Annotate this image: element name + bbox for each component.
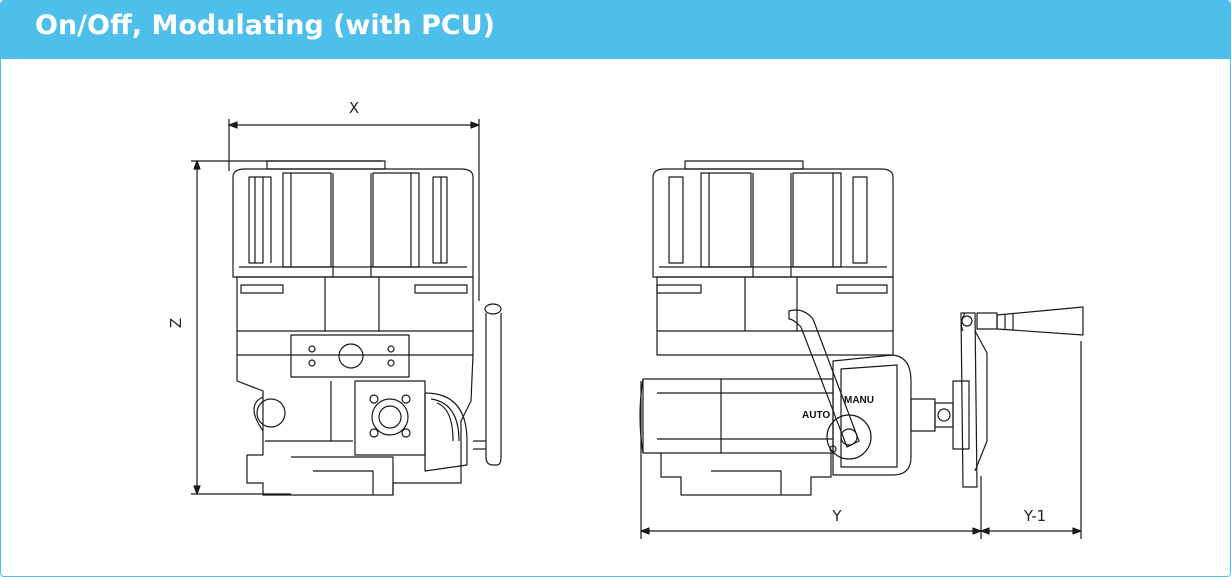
- dim-y1-line: [980, 341, 1082, 539]
- dim-x-label: X: [349, 99, 359, 117]
- dim-y-label: Y: [831, 507, 842, 525]
- dim-z-label: Z: [167, 318, 185, 328]
- manu-label: MANU: [844, 395, 874, 406]
- side-view: [639, 160, 1084, 539]
- dim-y1-label: Y-1: [1023, 507, 1046, 525]
- dim-z-line: [191, 160, 291, 495]
- front-view: [191, 119, 502, 496]
- auto-label: AUTO: [802, 410, 830, 421]
- dim-x-line: [228, 119, 480, 301]
- title-bar: On/Off, Modulating (with PCU): [1, 1, 1230, 59]
- dim-y-line: [640, 381, 982, 539]
- page-title: On/Off, Modulating (with PCU): [35, 10, 496, 41]
